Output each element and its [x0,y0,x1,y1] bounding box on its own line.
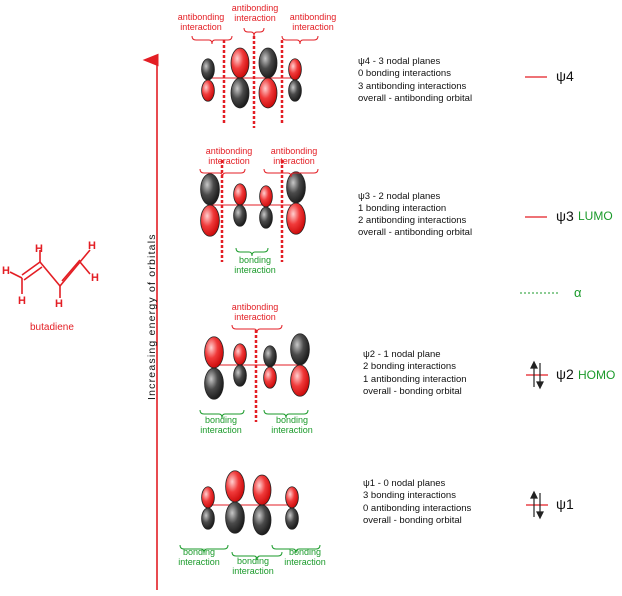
dark-lobe [201,58,215,81]
interaction-brace [235,247,269,257]
electron-pair-psi1 [530,490,544,520]
dark-lobe [200,173,220,206]
dark-lobe [252,504,272,536]
psi2-symbol: ψ2 [556,366,574,382]
red-lobe [285,486,299,509]
interaction-brace [271,544,321,554]
psi4-line-1: ψ4 - 3 nodal planes [358,56,441,67]
red-lobe [258,77,278,109]
red-lobe [286,202,306,235]
dark-lobe [201,507,215,530]
interaction-brace [263,168,319,178]
interaction-brace [263,409,309,419]
psi1-line-3: 0 antibonding interactions [363,503,472,514]
interaction-brace [179,544,229,554]
antibonding-label: antibonding interaction [231,3,279,23]
dark-lobe [258,47,278,79]
psi4-line-2: 0 bonding interactions [358,68,451,79]
red-lobe [225,470,245,503]
h-atom: H [35,243,43,255]
dark-lobe [286,171,306,204]
h-atom: H [55,298,63,310]
antibonding-label: antibonding interaction [231,302,279,322]
h-atom: H [88,240,96,252]
dark-lobe [259,206,273,229]
red-lobe [200,204,220,237]
bonding-label: bonding interaction [232,556,274,576]
red-lobe [204,336,224,369]
antibonding-label: antibonding interaction [177,12,225,32]
dark-lobe [263,345,277,368]
psi1-line-4: overall - bonding orbital [363,515,462,526]
antibonding-label: antibonding interaction [289,12,337,32]
psi1-line-1: ψ1 - 0 nodal planes [363,478,446,489]
psi4-line-3: 3 antibonding interactions [358,81,467,92]
psi3-line-1: ψ3 - 2 nodal planes [358,191,441,202]
psi1-symbol: ψ1 [556,496,574,512]
interaction-brace [243,27,265,37]
red-lobe [201,79,215,102]
interaction-brace [231,551,283,561]
red-lobe [259,185,273,208]
red-lobe [233,343,247,366]
interaction-brace [199,168,246,178]
molecule-name: butadiene [30,322,74,333]
dark-lobe [285,507,299,530]
interaction-brace [199,409,245,419]
dark-lobe [233,364,247,387]
interaction-brace [281,35,319,45]
h-atom: H [91,272,99,284]
psi1-line-2: 3 bonding interactions [363,490,456,501]
dark-lobe [288,79,302,102]
dark-lobe [230,77,250,109]
alpha-label: α [574,285,582,300]
red-lobe [233,183,247,206]
electron-pair-psi2 [530,360,544,390]
butadiene-structure [9,249,91,298]
red-lobe [263,366,277,389]
antibonding-label: antibonding interaction [205,146,253,166]
dark-lobe [225,501,245,534]
bonding-label: bonding interaction [178,547,220,567]
psi3-line-2: 1 bonding interaction [358,203,447,214]
interaction-brace [231,324,283,334]
dark-lobe [204,367,224,400]
red-lobe [201,486,215,509]
homo-tag: HOMO [578,368,616,382]
bonding-label: bonding interaction [284,547,326,567]
dark-lobe [233,204,247,227]
psi2-line-2: 2 bonding interactions [363,361,456,372]
lumo-tag: LUMO [578,209,613,223]
psi2-line-4: overall - bonding orbital [363,386,462,397]
antibonding-label: antibonding interaction [270,146,318,166]
psi3-line-3: 2 antibonding interactions [358,215,467,226]
bonding-label: bonding interaction [200,415,242,435]
dark-lobe [290,333,310,366]
psi3-symbol: ψ3 [556,208,574,224]
h-atom: H [2,265,10,277]
psi4-symbol: ψ4 [556,68,574,84]
red-lobe [230,47,250,79]
red-lobe [290,364,310,397]
interaction-brace [191,35,233,45]
bonding-label: bonding interaction [234,255,276,275]
psi3-line-4: overall - antibonding orbital [358,227,473,238]
psi2-line-1: ψ2 - 1 nodal plane [363,349,441,360]
psi4-line-4: overall - antibonding orbital [358,93,473,104]
energy-axis-label: Increasing energy of orbitals [146,233,158,400]
psi2-line-3: 1 antibonding interaction [363,374,467,385]
red-lobe [252,474,272,506]
red-lobe [288,58,302,81]
bonding-label: bonding interaction [271,415,313,435]
h-atom: H [18,295,26,307]
